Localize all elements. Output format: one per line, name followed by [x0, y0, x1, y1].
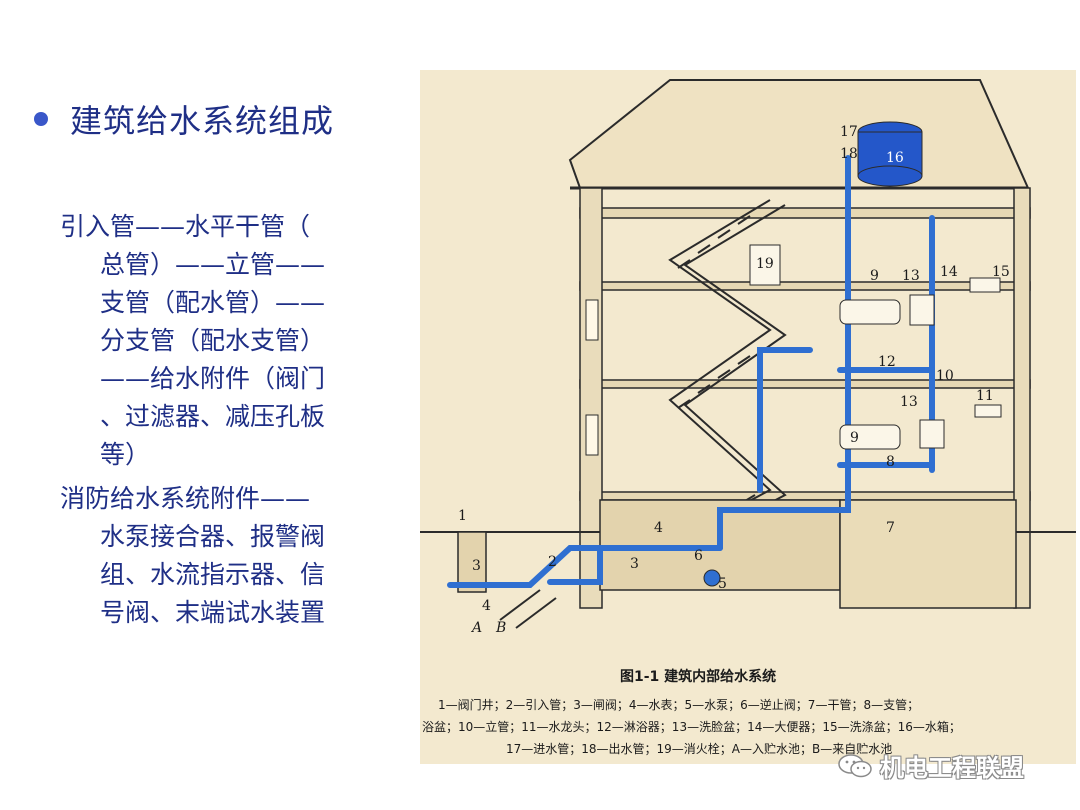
floor-slab: [579, 207, 1031, 219]
figure-legend-line: 17—进水管；18—出水管；19—消火栓；A—入贮水池；B—来自贮水池: [506, 742, 893, 756]
callout-label: 8: [886, 454, 895, 470]
callout-label: 17: [840, 124, 858, 140]
roof: [568, 79, 1030, 189]
text-line: 分支管（配水支管）: [100, 326, 326, 355]
callout-label: 9: [850, 430, 859, 446]
callout-label: 6: [694, 548, 703, 564]
callout-label: 1: [458, 508, 467, 524]
callout-label: 19: [756, 256, 774, 272]
text-line: 等）: [100, 440, 151, 469]
text-line: 水泵接合器、报警阀: [100, 522, 326, 551]
paragraph-components: 引入管——水平干管（ 总管）——立管—— 支管（配水管）—— 分支管（配水支管）…: [60, 208, 390, 474]
callout-label: 9: [870, 268, 879, 284]
callout-label: 13: [902, 268, 920, 284]
callout-label: 7: [886, 520, 895, 536]
text-line: 总管）——立管——: [100, 250, 326, 279]
figure-caption: 图1-1 建筑内部给水系统: [620, 669, 777, 685]
fire-hydrant-box: [749, 244, 781, 286]
callout-label: B: [495, 620, 506, 636]
callout-label: 13: [900, 394, 918, 410]
callout-label: 14: [940, 264, 958, 280]
bathtub: [839, 299, 901, 325]
text-line: 、过滤器、减压孔板: [100, 402, 326, 431]
callout-label: 4: [654, 520, 663, 536]
figure-legend-line: 1—阀门井；2—引入管；3—闸阀；4—水表；5—水泵；6—逆止阀；7—干管；8—…: [438, 698, 920, 712]
callout-label: 11: [976, 388, 994, 404]
watermark-text: 机电工程联盟: [880, 754, 1024, 782]
left-wall: [579, 187, 603, 609]
text-line: 号阀、末端试水装置: [100, 598, 326, 627]
callout-label: A: [470, 620, 482, 636]
callout-label: 5: [718, 576, 727, 592]
text-line: 支管（配水管）——: [100, 288, 326, 317]
wechat-icon: [838, 753, 872, 777]
water-supply-illustration: 1 2 3 3 4 4 5 6 7 8 9 9 10 11 12 13 13 1…: [420, 70, 1076, 764]
callout-label: 16: [886, 150, 904, 166]
text-line: ——给水附件（阀门: [100, 364, 326, 393]
callout-label: 15: [992, 264, 1010, 280]
building-section-drawing: 1 2 3 3 4 4 5 6 7 8 9 9 10 11 12 13 13 1…: [420, 79, 1076, 636]
callout-label: 4: [482, 598, 491, 614]
callout-label: 12: [878, 354, 896, 370]
callout-label: 10: [936, 368, 954, 384]
callout-label: 2: [548, 554, 557, 570]
watermark: 机电工程联盟: [838, 748, 1024, 783]
callout-label: 3: [630, 556, 639, 572]
figure-legend-line: 浴盆；10—立管；11—水龙头；12—淋浴器；13—洗脸盆；14—大便器；15—…: [422, 720, 961, 734]
callout-label: 3: [472, 558, 481, 574]
text-line: 引入管——水平干管（: [60, 212, 311, 241]
paragraph-fire-system: 消防给水系统附件—— 水泵接合器、报警阀 组、水流指示器、信 号阀、末端试水装置: [60, 480, 390, 632]
title-row: 建筑给水系统组成: [34, 96, 334, 142]
callout-label: 18: [840, 146, 858, 162]
text-line: 组、水流指示器、信: [100, 560, 326, 589]
body-text: 引入管——水平干管（ 总管）——立管—— 支管（配水管）—— 分支管（配水支管）…: [60, 208, 390, 632]
text-line: 消防给水系统附件——: [60, 484, 311, 513]
slide-title: 建筑给水系统组成: [70, 102, 335, 140]
pump: [703, 569, 721, 587]
bullet-icon: [34, 112, 48, 126]
right-wall: [1013, 187, 1031, 609]
